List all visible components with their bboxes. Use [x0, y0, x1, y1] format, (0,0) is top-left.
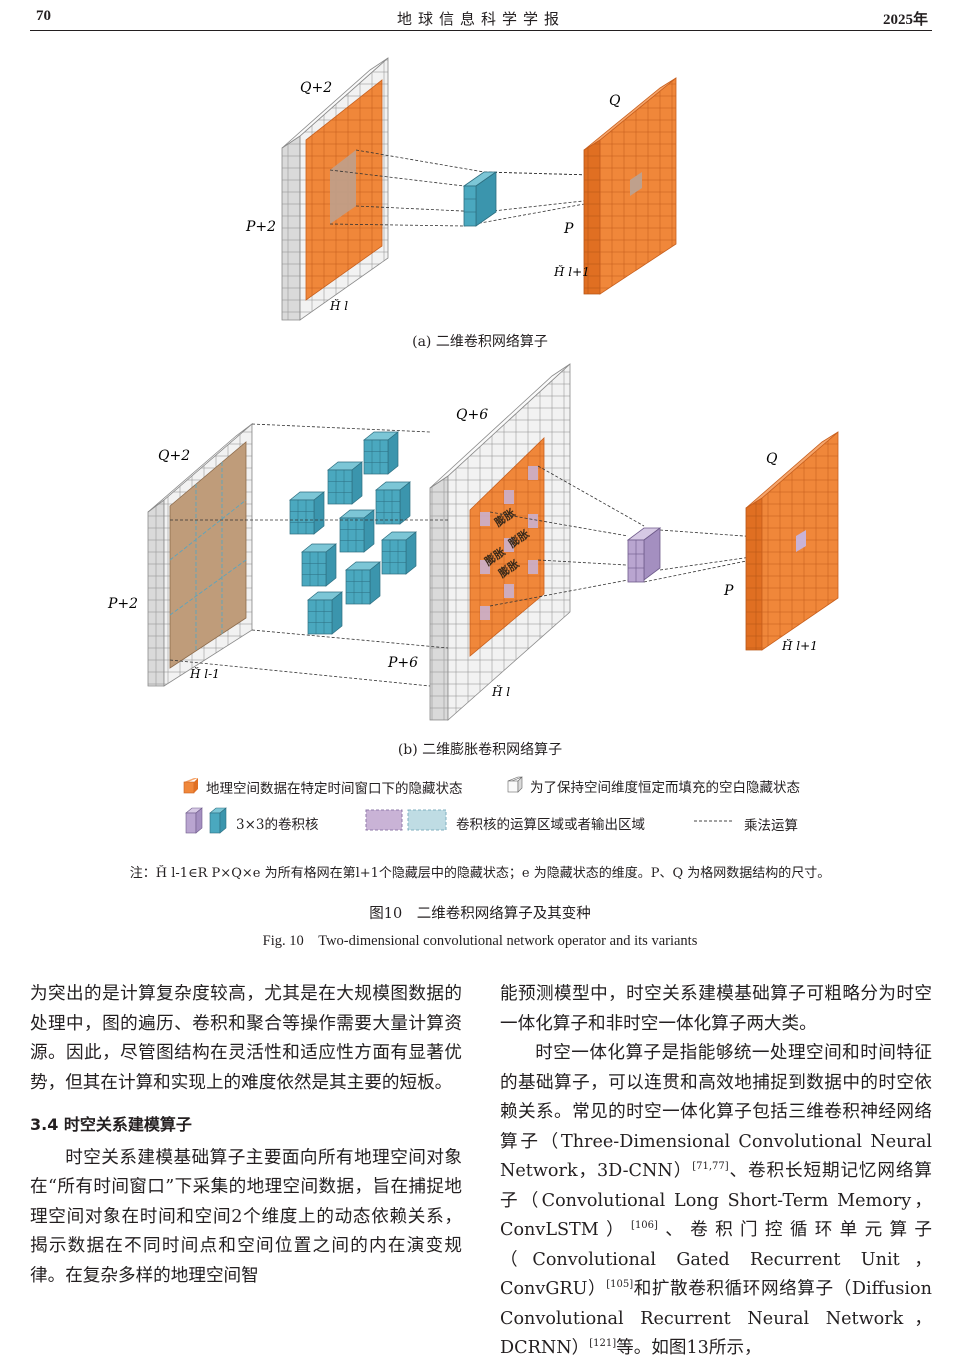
- panel-a-right-state-label: H̆ l+1: [553, 264, 590, 279]
- page-year: 2025年: [882, 12, 928, 28]
- panel-a-caption: (a) 二维卷积网络算子: [412, 334, 548, 350]
- legend-hidden-state: 地理空间数据在特定时间窗口下的隐藏状态: [206, 781, 463, 797]
- figure-note: 注：H̆ l-1∈R P×Q×e 为所有格网在第l+1个隐藏层中的隐藏状态；e …: [129, 866, 831, 881]
- panel-b-mid-top-label: Q+6: [456, 407, 488, 423]
- text-span: 时空一体化算子是指能够统一处理空间和时间特征的基础算子，可以连贯和高效地捕捉到数…: [500, 1043, 932, 1181]
- panel-b-right-side-label: P: [723, 583, 734, 599]
- legend-kernel: 3×3的卷积核: [236, 817, 319, 833]
- text-span: 、卷积长短期记忆网络算子（Convolutional Long Short-Te…: [500, 1161, 932, 1240]
- body-paragraph: 为突出的是计算复杂度较高，尤其是在大规模图数据的处理中，图的遍历、卷积和聚合等操…: [30, 984, 462, 1093]
- panel-b-right-top-label: Q: [766, 451, 778, 467]
- panel-b-mid-side-label: P+6: [387, 655, 418, 671]
- page-number: 70: [36, 8, 51, 24]
- body-paragraph: 时空一体化算子是指能够统一处理空间和时间特征的基础算子，可以连贯和高效地捕捉到数…: [500, 1039, 932, 1364]
- citation: [106]: [631, 1220, 658, 1232]
- panel-a-output-grid: [583, 77, 677, 295]
- figure-caption-cn: 图10 二维卷积网络算子及其变种: [369, 906, 591, 922]
- legend-white-swatch: [507, 776, 523, 793]
- panel-a-left-top-label: Q+2: [300, 80, 332, 96]
- panel-a-left-side-label: P+2: [245, 219, 276, 235]
- page-header: 70 地球信息科学学报 2025年: [30, 4, 932, 31]
- panel-b-purple-kernel: [626, 527, 662, 583]
- teal-kernel-8: [345, 561, 381, 605]
- text-span: 、卷积门控循环单元算子（Convolutional Gated Recurren…: [500, 1220, 932, 1299]
- teal-kernel-5: [339, 509, 375, 553]
- teal-kernel-9: [307, 591, 343, 635]
- teal-kernel-6: [381, 531, 417, 575]
- body-right-column: 能预测模型中，时空关系建模基础算子可粗略分为时空一体化算子和非时空一体化算子两大…: [500, 980, 932, 1364]
- panel-b-caption: (b) 二维膨胀卷积网络算子: [397, 742, 563, 758]
- legend-orange-swatch: [183, 778, 198, 794]
- teal-kernel-7: [301, 543, 337, 587]
- section-heading: 3.4 时空关系建模算子: [30, 1115, 192, 1134]
- teal-kernel-1: [363, 431, 399, 475]
- panel-b-output-grid: [745, 431, 839, 651]
- legend-region: 卷积核的运算区域或者输出区域: [456, 817, 645, 833]
- panel-a-kernel: [462, 171, 498, 227]
- teal-kernel-3: [375, 481, 411, 525]
- panel-a-left-state-label: H̆ l: [329, 298, 348, 313]
- panel-b-middle-grid: 膨胀 膨胀 膨胀 膨胀: [429, 363, 571, 721]
- legend-multiply: 乘法运算: [744, 818, 798, 834]
- panel-b-left-state-label: H̆ l-1: [189, 666, 220, 681]
- body-left-column: 为突出的是计算复杂度较高，尤其是在大规模图数据的处理中，图的遍历、卷积和聚合等操…: [30, 980, 462, 1291]
- panel-b-dilated-kernels: [289, 431, 417, 635]
- body-paragraph: 能预测模型中，时空关系建模基础算子可粗略分为时空一体化算子和非时空一体化算子两大…: [500, 984, 932, 1034]
- legend-kernel-icons: [185, 807, 227, 834]
- figure-caption-en: Fig. 10 Two-dimensional convolutional ne…: [262, 933, 698, 949]
- panel-b-right-state-label: H̆ l+1: [781, 638, 818, 653]
- teal-kernel-2: [327, 461, 363, 505]
- legend-padding-state: 为了保持空间维度恒定而填充的空白隐藏状态: [530, 780, 800, 796]
- panel-a-right-side-label: P: [563, 221, 574, 237]
- text-span: 等。如图13所示，: [616, 1338, 762, 1358]
- citation: [121]: [589, 1338, 617, 1350]
- citation: [71,77]: [692, 1161, 729, 1173]
- panel-a-input-grid: [281, 57, 389, 321]
- teal-kernel-4: [289, 491, 325, 535]
- panel-b-mid-state-label: H̆ l: [491, 684, 510, 699]
- panel-b-input-grid: [147, 423, 253, 687]
- panel-b-left-side-label: P+2: [107, 596, 138, 612]
- body-paragraph: 时空关系建模基础算子主要面向所有地理空间对象在“所有时间窗口”下采集的地理空间数…: [30, 1147, 462, 1286]
- panel-a-right-top-label: Q: [609, 93, 621, 109]
- figure-10: Q+2 P+2 H̆ l Q P H̆ l+1 膨胀 膨胀 膨胀 膨胀: [107, 57, 839, 834]
- legend-region-swatches: [365, 809, 447, 831]
- panel-b-left-top-label: Q+2: [158, 448, 190, 464]
- journal-title: 地球信息科学学报: [396, 10, 565, 28]
- citation: [105]: [606, 1279, 634, 1291]
